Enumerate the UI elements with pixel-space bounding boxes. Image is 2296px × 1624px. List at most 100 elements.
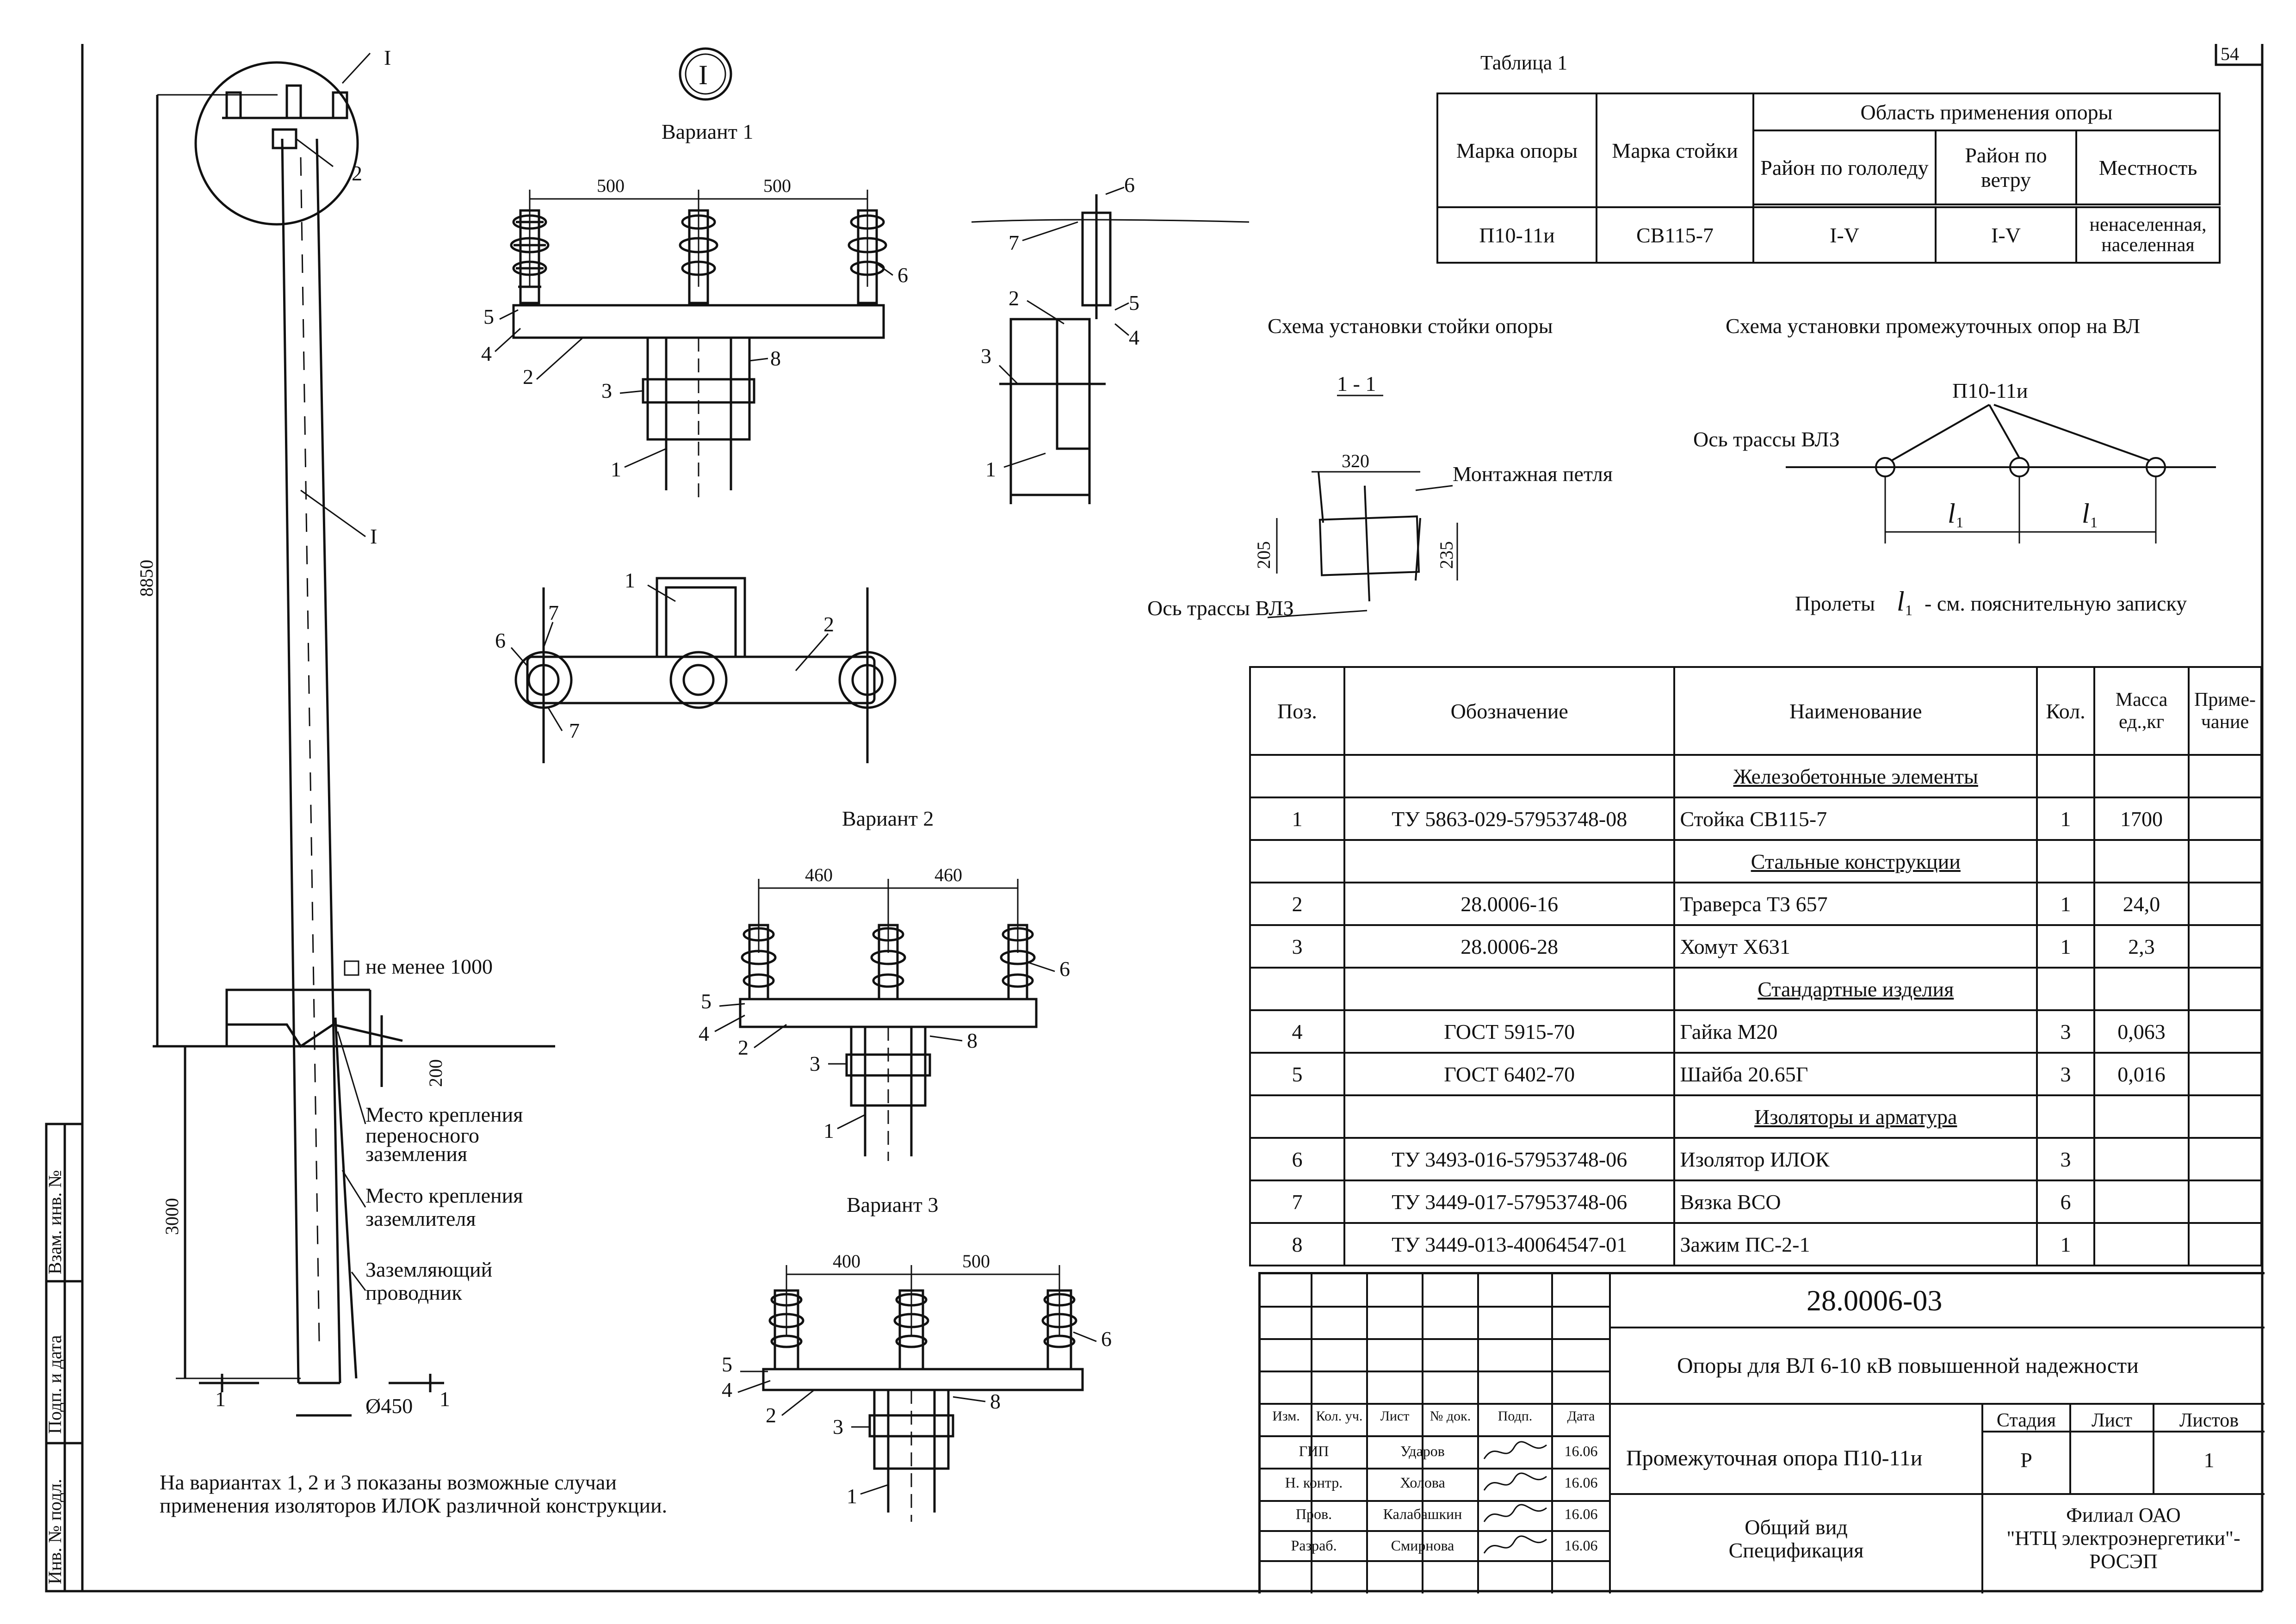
spec-note — [2187, 1009, 2263, 1054]
spec-section-title: Стандартные изделия — [1673, 967, 2038, 1011]
dim-height-below: 3000 — [161, 1198, 182, 1235]
v1s-callout-4: 4 — [1129, 326, 1139, 349]
dim-v1-left: 500 — [597, 175, 625, 196]
spec-qty: 3 — [2036, 1052, 2096, 1096]
spec-note — [2187, 1222, 2263, 1266]
spec-code: ТУ 3449-013-40064547-01 — [1343, 1222, 1676, 1266]
v1-callout-4: 4 — [481, 342, 492, 365]
spec-empty-cell — [1343, 1094, 1676, 1139]
spec-qty: 3 — [2036, 1137, 2096, 1181]
sheet-label: Лист — [2092, 1410, 2132, 1431]
variant-1-plan — [510, 577, 897, 763]
variant-2-title: Вариант 2 — [842, 807, 934, 830]
v3-callout-3: 3 — [833, 1415, 843, 1439]
col-kol: Кол. уч. — [1316, 1408, 1363, 1424]
title-block: 28.0006-03 Опоры для ВЛ 6-10 кВ повышенн… — [1258, 1272, 2265, 1593]
spec-empty-cell — [1249, 967, 1345, 1011]
dim-v1-right: 500 — [763, 175, 791, 196]
dim-v2-left: 460 — [805, 864, 833, 885]
variant-3-title: Вариант 3 — [847, 1193, 938, 1216]
spec-code: 28.0006-28 — [1343, 924, 1676, 969]
pole-callout-top: I — [384, 46, 391, 69]
subtitle-b: Спецификация — [1728, 1538, 1864, 1562]
table1-h-wind: Район по ветру — [1935, 130, 2077, 205]
spans-note-a: Пролеты — [1795, 592, 1875, 615]
dim-scheme-width: 320 — [1342, 451, 1369, 471]
v1-callout-6: 6 — [897, 263, 908, 287]
v3-callout-1: 1 — [847, 1484, 857, 1508]
spec-mass — [2093, 1222, 2190, 1266]
role-name: Калабашкин — [1383, 1506, 1462, 1522]
spec-code: ГОСТ 6402-70 — [1343, 1052, 1676, 1096]
span-2-sub: 1 — [2090, 514, 2098, 531]
spec-pos: 6 — [1249, 1137, 1345, 1181]
spans-note-l: l — [1897, 586, 1905, 617]
v1p-callout-6: 6 — [495, 629, 506, 652]
axis-vlz-label: Ось трассы ВЛЗ — [1147, 596, 1294, 620]
spec-name: Вязка ВСО — [1673, 1179, 2038, 1224]
col-izm: Изм. — [1272, 1408, 1300, 1424]
v1s-callout-2: 2 — [1009, 286, 1019, 310]
span-2-label: l — [2082, 498, 2090, 529]
signature-scribble — [1483, 1535, 1547, 1554]
spec-section-title: Стальные конструкции — [1673, 839, 2038, 883]
v1-callout-1: 1 — [611, 457, 621, 481]
variant-2-front — [714, 879, 1055, 1161]
scheme-stand-title: Схема установки стойки опоры — [1268, 314, 1553, 338]
spec-code: ГОСТ 5915-70 — [1343, 1009, 1676, 1054]
role-role: Пров. — [1295, 1506, 1332, 1522]
grounding-label-1c: заземления — [365, 1142, 467, 1166]
table1-h-mark: Марка опоры — [1436, 93, 1597, 208]
scheme-vl-drawing — [1786, 404, 2216, 543]
spec-pos: 5 — [1249, 1052, 1345, 1096]
table1-cell-wind: I-V — [1935, 206, 2077, 264]
sheets-label: Листов — [2179, 1410, 2239, 1431]
v2-callout-2: 2 — [738, 1036, 749, 1059]
spec-note — [2187, 797, 2263, 841]
signature-scribble — [1483, 1472, 1547, 1491]
dim-depth: 200 — [425, 1059, 446, 1087]
spec-qty: 3 — [2036, 1009, 2096, 1054]
sheet-number: 54 — [2221, 43, 2239, 64]
role-role: Разраб. — [1291, 1537, 1337, 1554]
spec-mass: 2,3 — [2093, 924, 2190, 969]
spec-section-title: Железобетонные элементы — [1673, 754, 2038, 798]
table1-h-stand: Марка стойки — [1596, 93, 1754, 208]
spec-qty: 1 — [2036, 924, 2096, 969]
note-line-2: применения изоляторов ИЛОК различной кон… — [160, 1494, 667, 1517]
variant-3-front — [737, 1265, 1097, 1522]
spec-empty-cell — [2093, 967, 2190, 1011]
v3-callout-2: 2 — [766, 1403, 776, 1427]
v2-callout-3: 3 — [810, 1052, 820, 1075]
spec-pos: 8 — [1249, 1222, 1345, 1266]
project-name: Опоры для ВЛ 6-10 кВ повышенной надежнос… — [1677, 1353, 2139, 1378]
spec-section-title: Изоляторы и арматура — [1673, 1094, 2038, 1139]
spec-code: 28.0006-16 — [1343, 882, 1676, 926]
col-ndok: № док. — [1430, 1408, 1471, 1424]
spec-section-row: Стандартные изделия — [1249, 967, 2263, 1011]
spec-name: Зажим ПС-2-1 — [1673, 1222, 2038, 1266]
grounding-label-2a: Место крепления — [365, 1184, 523, 1207]
v1p-callout-7b: 7 — [569, 719, 580, 742]
signature-scribble — [1483, 1441, 1547, 1459]
spec-pos: 2 — [1249, 882, 1345, 926]
scheme-stand-drawing — [1267, 471, 1458, 618]
table1-cell-mark: П10-11и — [1436, 206, 1597, 264]
spec-note — [2187, 1137, 2263, 1181]
spec-h-code: Обозначение — [1343, 666, 1676, 756]
variant-1-front — [494, 190, 893, 504]
v3-callout-6: 6 — [1101, 1327, 1112, 1351]
section-mark-left: 1 — [215, 1387, 226, 1411]
spec-table: Поз. Обозначение Наименование Кол. Масса… — [1249, 666, 2263, 1266]
spec-pos: 4 — [1249, 1009, 1345, 1054]
spec-empty-cell — [1343, 754, 1676, 798]
spec-empty-cell — [1249, 1094, 1345, 1139]
pole-overview — [153, 52, 555, 1417]
dim-height-total: 8850 — [136, 560, 157, 597]
role-name: Холова — [1400, 1474, 1445, 1491]
v1p-callout-1: 1 — [625, 568, 635, 592]
v1s-callout-6: 6 — [1124, 173, 1135, 197]
